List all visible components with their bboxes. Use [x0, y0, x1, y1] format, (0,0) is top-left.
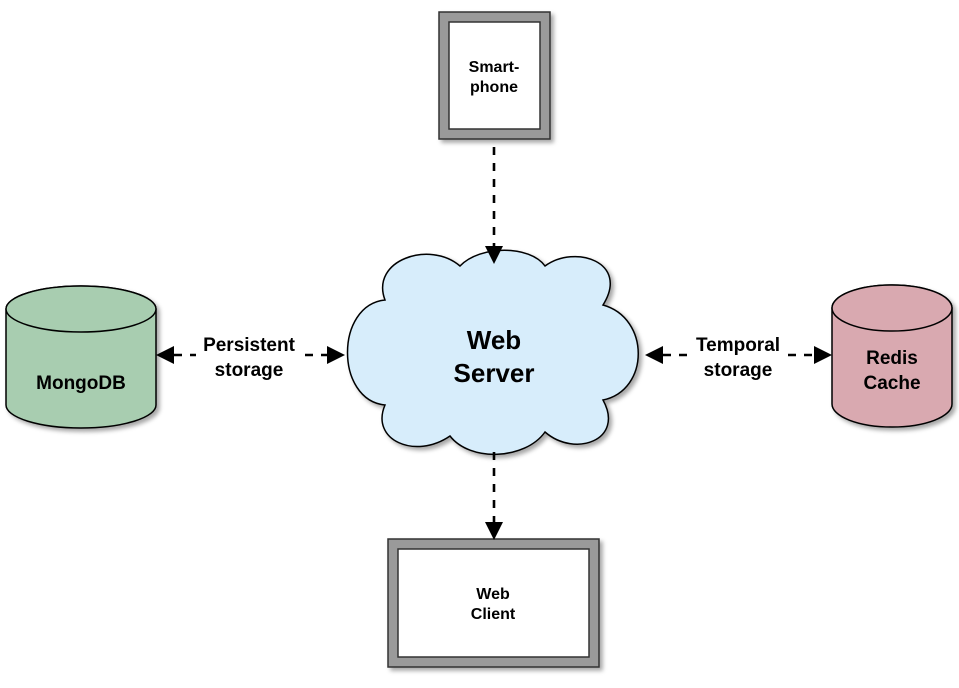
smartphone-label-line1: Smart-: [469, 59, 520, 76]
edge-temporal-label-line2: storage: [704, 360, 773, 381]
redis-label-line1: Redis: [866, 348, 918, 369]
web-server-label-line1: Web: [467, 325, 521, 355]
edge-smartphone-arrowhead: [485, 246, 503, 264]
web-server-label-line2: Server: [454, 358, 535, 388]
cloud-shape: [346, 249, 639, 455]
edge-persistent-arrowhead-right: [327, 346, 345, 364]
web-client-label-line1: Web: [476, 586, 510, 603]
smartphone-label-line2: phone: [470, 79, 518, 96]
mongodb-cylinder-top: [5, 285, 157, 333]
redis-cylinder-top: [831, 284, 953, 332]
redis-node: Redis Cache: [831, 284, 953, 428]
edge-temporal-storage: Temporal storage: [645, 335, 832, 381]
edge-client-arrowhead: [485, 522, 503, 540]
mongodb-label: MongoDB: [36, 373, 126, 394]
web-client-node: Web Client: [387, 538, 600, 668]
web-client-label-line2: Client: [471, 606, 516, 623]
mongodb-node: MongoDB: [5, 285, 157, 429]
edge-server-to-client: [485, 452, 503, 540]
smartphone-screen: [448, 21, 541, 130]
edge-temporal-arrowhead-left: [645, 346, 663, 364]
edge-persistent-storage: Persistent storage: [156, 335, 345, 381]
edge-persistent-arrowhead-left: [156, 346, 174, 364]
web-server-node: Web Server: [346, 249, 639, 455]
edge-persistent-label-line2: storage: [215, 360, 284, 381]
redis-label-line2: Cache: [863, 373, 920, 394]
web-client-screen: [397, 548, 590, 658]
edge-temporal-arrowhead-right: [814, 346, 832, 364]
edge-smartphone-to-server: [485, 147, 503, 264]
edge-temporal-label-line1: Temporal: [696, 335, 780, 356]
edge-persistent-label-line1: Persistent: [203, 335, 296, 356]
smartphone-node: Smart- phone: [438, 11, 551, 140]
